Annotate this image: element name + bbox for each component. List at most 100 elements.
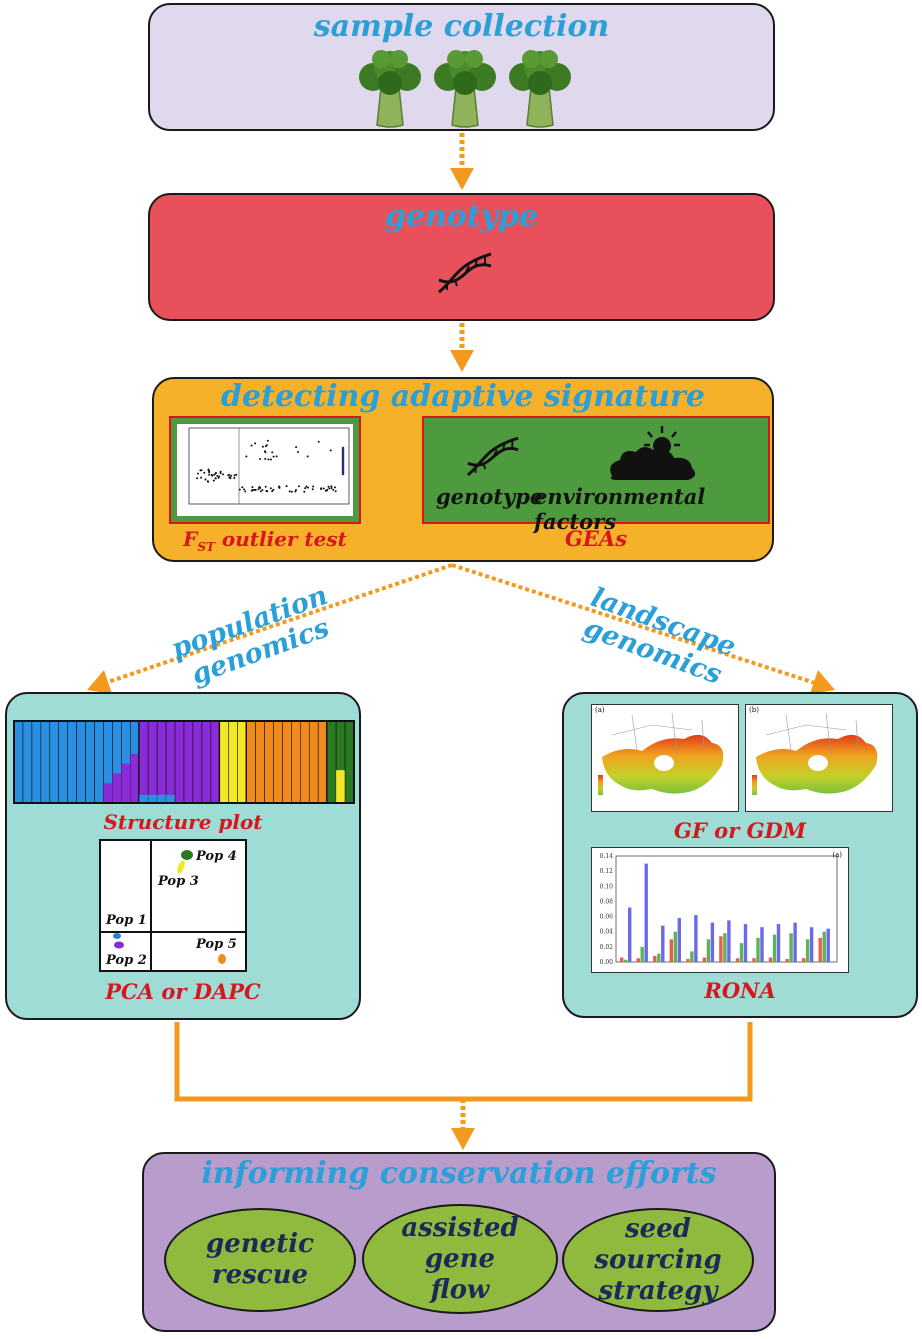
rona-bar-red (669, 939, 673, 962)
gea-label: GEAs (564, 526, 628, 551)
structure-bar (49, 720, 60, 804)
fst-point (341, 466, 345, 470)
structure-bar (264, 720, 274, 804)
fst-point (196, 477, 199, 480)
fst-point (294, 490, 297, 493)
structure-bar (76, 720, 86, 804)
structure-plot (13, 720, 355, 804)
fst-point (214, 477, 217, 480)
dna-icon (438, 252, 492, 294)
detecting-box: detecting adaptive signature FST outlier… (152, 377, 774, 562)
rona-bar-blue (661, 925, 665, 962)
pop-1-cluster (113, 933, 121, 939)
structure-bar (31, 720, 42, 804)
fst-point (332, 488, 335, 491)
genotype-title: genotype (384, 199, 539, 234)
arrow-genotype-to-detecting (450, 323, 474, 372)
pca-label: PCA or DAPC (105, 979, 261, 1004)
fst-point (253, 488, 256, 491)
rona-bar-red (735, 958, 740, 962)
structure-bar (237, 720, 247, 804)
structure-bar (291, 720, 301, 804)
structure-bar (300, 720, 310, 804)
fst-point (203, 471, 206, 474)
map-a-tag: (a) (595, 706, 605, 714)
rona-bar-green (805, 939, 810, 962)
fst-point (341, 468, 345, 472)
rona-tag: (a) (832, 851, 842, 859)
fst-point (212, 479, 215, 482)
rona-bar-red (686, 959, 690, 962)
structure-bar-admixture (130, 753, 140, 803)
rona-bar-blue (694, 915, 698, 962)
gea-environmental-label: environmental factors (534, 484, 706, 534)
fst-point (267, 458, 270, 461)
merge-connector (174, 1022, 753, 1150)
rona-bar-blue (644, 863, 648, 962)
fst-point (341, 470, 345, 474)
rona-bar-red (702, 957, 707, 962)
structure-bar (22, 720, 33, 804)
rona-bar-red (785, 959, 789, 962)
fst-point (238, 488, 241, 491)
rona-bar-blue (826, 928, 830, 962)
pop-4-label: Pop 4 (196, 849, 237, 864)
broccoli-icon (359, 50, 571, 128)
rona-bar-red (768, 957, 773, 962)
fst-point (250, 489, 253, 492)
rona-bar-blue (809, 927, 814, 962)
rona-bar-blue (677, 918, 681, 962)
fst-point (311, 488, 314, 491)
structure-bar (210, 720, 221, 804)
population-genomics-panel: Structure plot Pop 4 Pop 3 Pop 1 Pop 2 P… (5, 692, 361, 1020)
fst-point (320, 487, 323, 490)
rona-bar-blue (793, 922, 797, 962)
gf-gdm-label: GF or GDM (674, 818, 806, 843)
structure-bar (94, 720, 104, 804)
fst-point (328, 487, 331, 490)
fst-point (334, 490, 337, 493)
structure-bar (282, 720, 292, 804)
rona-bar-red (818, 937, 822, 962)
map-a: (a) (591, 704, 739, 812)
structure-bar (58, 720, 68, 804)
fst-point (200, 476, 203, 479)
structure-bar (326, 720, 337, 804)
pop-2-cluster (114, 941, 124, 949)
dna-icon (466, 436, 519, 477)
arrow-to-landscape-genomics (451, 563, 835, 694)
broccoli-icon-1 (359, 50, 421, 128)
fst-point (341, 450, 345, 454)
fst-point (261, 489, 264, 491)
fst-point (298, 485, 300, 488)
pop-2-label: Pop 2 (106, 953, 147, 968)
fst-point (206, 480, 209, 483)
fst-point (312, 485, 315, 488)
sun-cloud-icon (610, 426, 696, 480)
fst-point (217, 476, 220, 479)
rona-bar-red (801, 958, 806, 962)
structure-bar (317, 720, 328, 804)
structure-bar-admixture (112, 773, 122, 803)
sample-collection-title: sample collection (313, 9, 610, 44)
fst-point (330, 487, 333, 489)
rona-bar-green (657, 953, 661, 962)
fst-point (322, 487, 325, 490)
fst-point (290, 490, 293, 493)
assisted-gene-flow-oval: assisted gene flow (362, 1204, 558, 1314)
pca-clusters (113, 850, 226, 964)
rona-bar-red (653, 955, 657, 962)
fst-point (216, 474, 219, 477)
rona-bar-blue (710, 922, 715, 962)
broccoli-icon-2 (434, 50, 496, 128)
structure-bar (201, 720, 212, 804)
rona-bar-green (706, 939, 711, 962)
rona-bar-green (789, 933, 793, 962)
fst-point (317, 440, 320, 443)
fst-point (257, 488, 260, 491)
fst-point (222, 473, 225, 476)
pop-1-label: Pop 1 (106, 913, 147, 928)
pop-5-label: Pop 5 (196, 937, 237, 952)
genotype-box: genotype (148, 193, 775, 321)
